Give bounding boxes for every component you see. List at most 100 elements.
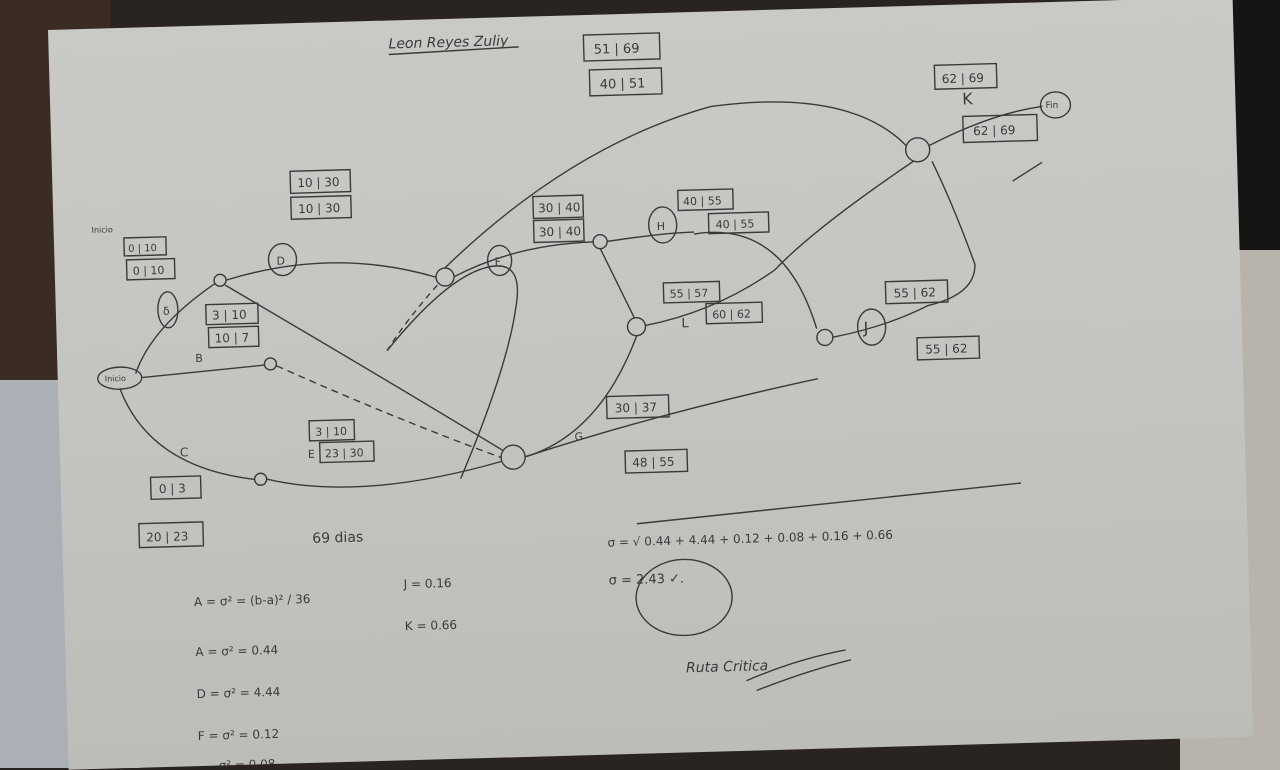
edge-k [929, 105, 1043, 147]
box-c-top [149, 475, 202, 501]
j-ellipse [856, 308, 887, 346]
duration-text: 69 dias [312, 529, 363, 546]
author-name: Leon Reyes Zuliy [388, 33, 509, 52]
b-label: B [195, 352, 203, 365]
d-ellipse [267, 242, 298, 277]
box-f-top [532, 194, 585, 220]
l-es-ef: 55 | 57 [669, 287, 708, 301]
edge-dummy-g [524, 335, 638, 458]
inicio-label: Inicio [105, 374, 127, 384]
sqrt-bar [636, 482, 1022, 525]
h-label: H [657, 220, 666, 233]
a-es-ef: 0 | 10 [128, 243, 157, 255]
g-es-ef: 30 | 37 [615, 400, 658, 415]
j-es-ef: 55 | 62 [893, 285, 936, 300]
j-ls-lf: 55 | 62 [925, 341, 968, 356]
edge-c2 [266, 460, 502, 488]
formula-j: J = 0.16 [402, 576, 451, 591]
top-right-note: dias [1027, 0, 1048, 4]
d-es-ef: 10 | 30 [297, 175, 340, 190]
node-1 [213, 273, 227, 287]
box-f-bottom [532, 218, 585, 244]
box-i-top [582, 32, 661, 62]
underline-1 [746, 649, 846, 682]
box-a-bottom [125, 257, 176, 281]
fin-label: Fin [1045, 101, 1058, 111]
formula-k: K = 0.66 [405, 618, 458, 633]
box-g-top [605, 394, 670, 420]
f-es-ef: 30 | 40 [538, 200, 581, 215]
e-es-ef: 3 | 10 [315, 425, 347, 439]
g-label: G [574, 430, 583, 443]
b-es-ef: 3 | 10 [212, 308, 247, 323]
l-ls-lf: 60 | 62 [712, 307, 751, 321]
node-9 [904, 137, 931, 163]
c-ls-lf: 20 | 23 [146, 529, 189, 544]
node-4 [435, 267, 455, 287]
edge-dummy-f [599, 248, 635, 319]
box-h-top [677, 188, 734, 212]
box-k-top [933, 62, 998, 90]
critical-path: Ruta Critica [686, 658, 769, 676]
box-a-top [123, 236, 168, 257]
node-3 [253, 472, 268, 486]
k-tick [1012, 161, 1043, 182]
f-label: F [494, 255, 501, 268]
formula-1: A = σ² = (b-a)² / 36 [194, 592, 311, 609]
box-c-bottom [138, 521, 205, 549]
edge-h [693, 231, 818, 329]
f-ellipse [486, 244, 513, 277]
c-label: C [180, 445, 189, 459]
box-l-top [662, 280, 721, 304]
node-5 [592, 233, 608, 250]
underline-2 [756, 659, 852, 692]
edge-h-start [607, 231, 694, 243]
edge-d [225, 262, 437, 281]
l-label: L [681, 316, 689, 331]
fin-node [1039, 91, 1072, 119]
d-ls-lf: 10 | 30 [298, 201, 341, 216]
edge-loop [386, 265, 519, 479]
edge-dummy-d [386, 284, 438, 352]
i-ls-lf: 40 | 51 [600, 76, 646, 92]
b-ls-lf: 10 | 7 [214, 331, 249, 346]
box-d-bottom [290, 194, 353, 220]
k-label: K [962, 89, 974, 108]
network-diagram: Leon Reyes Zuliy dias 51 | 69 40 | 51 62… [91, 0, 1072, 770]
edge-e [224, 284, 504, 452]
edge-c [119, 388, 255, 481]
a-ellipse [157, 291, 179, 329]
box-e-top [308, 418, 356, 442]
paper-sheet: Leon Reyes Zuliy dias 51 | 69 40 | 51 62… [48, 0, 1254, 770]
box-h-bottom [707, 211, 770, 235]
g-ls-lf: 48 | 55 [632, 455, 675, 470]
k-ls-lf: 62 | 69 [973, 123, 1016, 138]
c-es-ef: 0 | 3 [159, 481, 186, 496]
k-es-ef: 62 | 69 [942, 71, 985, 86]
node-6 [626, 316, 647, 337]
formula-2: A = σ² = 0.44 [195, 643, 278, 659]
d-label: D [276, 254, 285, 267]
edge-j [832, 161, 976, 338]
box-i-bottom [588, 67, 663, 97]
node-2 [263, 357, 278, 371]
h-es-ef: 40 | 55 [683, 194, 722, 208]
e-label: E [308, 448, 315, 461]
edge-g [524, 377, 819, 458]
box-d-top [289, 168, 352, 195]
node-8 [816, 328, 834, 347]
sigma-sum: σ = √ 0.44 + 4.44 + 0.12 + 0.08 + 0.16 +… [607, 528, 893, 550]
box-b-bottom [207, 325, 260, 349]
edge-i [444, 101, 908, 269]
formula-3: D = σ² = 4.44 [196, 685, 280, 701]
edge-b [141, 364, 265, 379]
a-label: δ [163, 305, 170, 318]
sigma-result: σ = 2.43 ✓. [608, 571, 684, 588]
a-ls-lf: 0 | 10 [133, 264, 165, 278]
formula-4: F = σ² = 0.12 [198, 727, 280, 743]
edge-f [453, 241, 594, 278]
box-l-bottom [705, 301, 764, 325]
edge-a [134, 282, 216, 374]
result-circle [635, 558, 733, 637]
i-es-ef: 51 | 69 [594, 41, 640, 57]
